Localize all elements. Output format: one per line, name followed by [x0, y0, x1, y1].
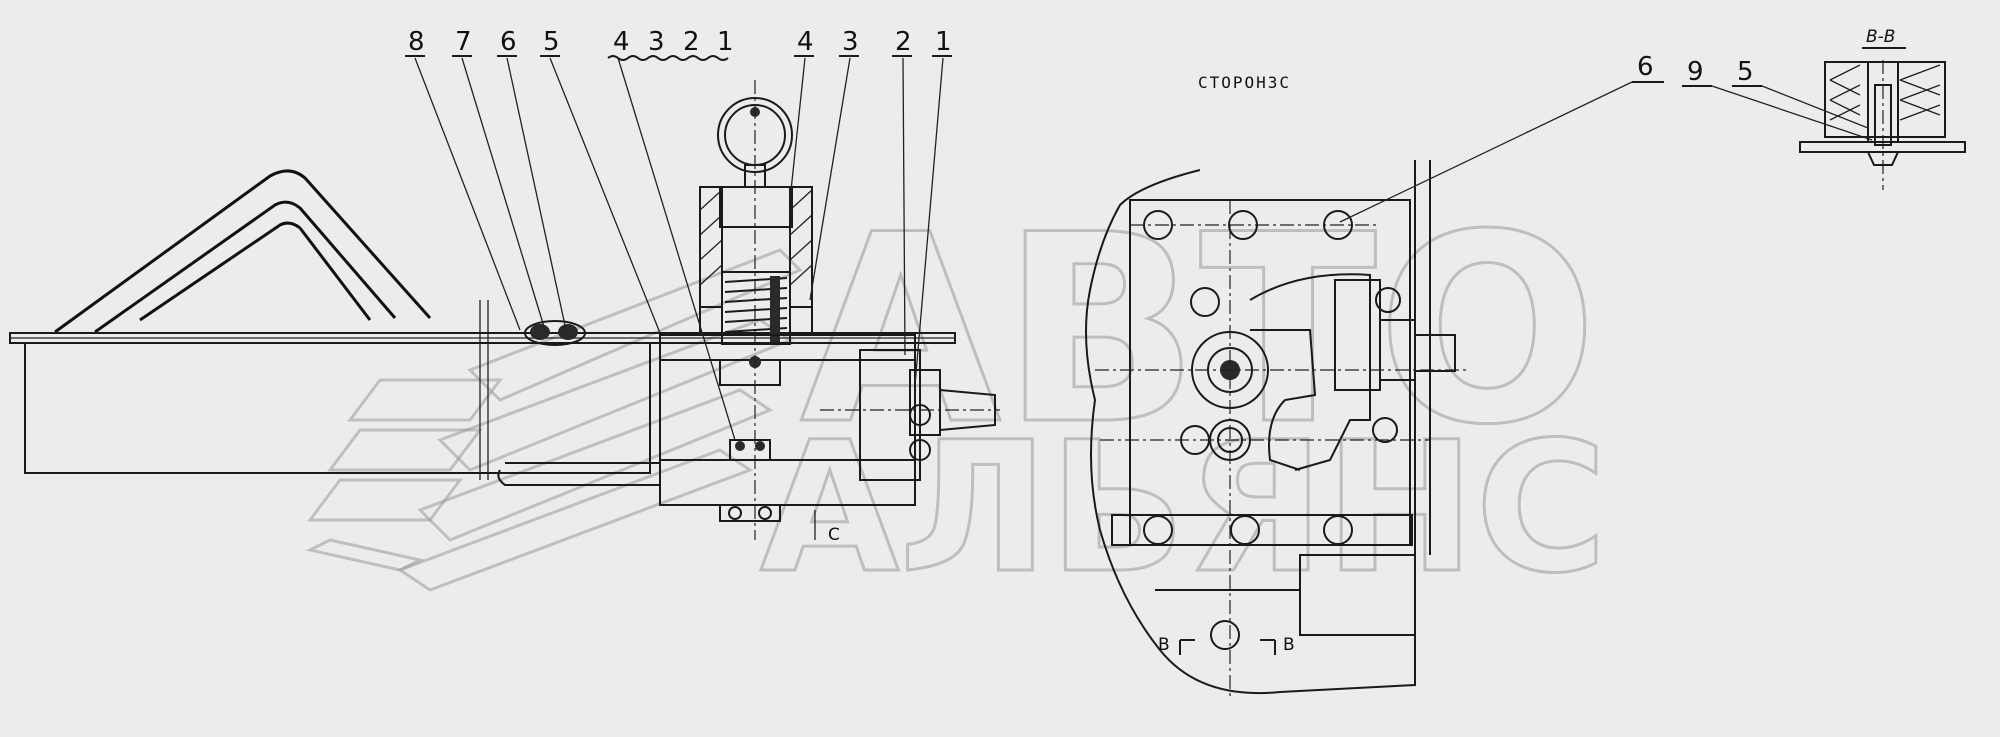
callout-5: 5	[543, 27, 560, 57]
tray-assembly	[9, 169, 956, 486]
tray-box	[24, 343, 651, 474]
watermark-line1: АВТО	[800, 180, 1598, 482]
latch-arm	[1249, 273, 1371, 471]
hatch-right	[789, 186, 813, 308]
callout-4b: 4	[797, 27, 814, 57]
callout-r5: 5	[1737, 57, 1754, 87]
rod	[497, 469, 660, 486]
section-mark-right: В	[1283, 635, 1295, 655]
handle-inner	[94, 200, 397, 334]
view-c-plate	[1085, 160, 1470, 700]
callout-7: 7	[455, 27, 472, 57]
section-title: В-В	[1866, 27, 1895, 47]
callouts-right: 6 9 5	[1339, 52, 1873, 223]
callout-3b: 3	[842, 27, 859, 57]
callout-3a: 3	[648, 27, 665, 57]
bolt-nut	[719, 439, 781, 522]
section-bb	[1799, 60, 1966, 190]
plate-outline	[1085, 169, 1416, 695]
callout-1b: 1	[935, 27, 952, 57]
latch-block	[859, 349, 921, 481]
callout-2b: 2	[895, 27, 912, 57]
callouts-left: 8 7 6 5 4 3 2 1 4 3 2 1	[405, 27, 952, 441]
callout-r9: 9	[1687, 57, 1704, 87]
lock-cylinder	[699, 186, 813, 336]
view-label: СТОРОНЗС	[1198, 73, 1291, 92]
handle-outer	[54, 169, 432, 334]
handle-tube	[139, 221, 372, 322]
weld-bead	[524, 320, 586, 346]
callout-2a: 2	[683, 27, 700, 57]
callout-1a: 1	[717, 27, 734, 57]
callout-8: 8	[408, 27, 425, 57]
callout-6: 6	[500, 27, 517, 57]
spring	[721, 271, 791, 345]
section-mark-left: В	[1158, 635, 1170, 655]
hatch-left	[699, 186, 723, 308]
section-hatch	[1829, 64, 1941, 121]
callout-r6: 6	[1637, 52, 1654, 82]
callout-4a: 4	[613, 27, 630, 57]
point-label: С	[828, 525, 840, 545]
watermark-line2: АЛЬЯНС	[760, 404, 1607, 613]
mount-holes	[1143, 210, 1401, 650]
lock-assembly	[659, 80, 1000, 540]
lock-housing	[659, 334, 916, 506]
watermark-logo: АВТО АЛЬЯНС	[305, 179, 1609, 615]
